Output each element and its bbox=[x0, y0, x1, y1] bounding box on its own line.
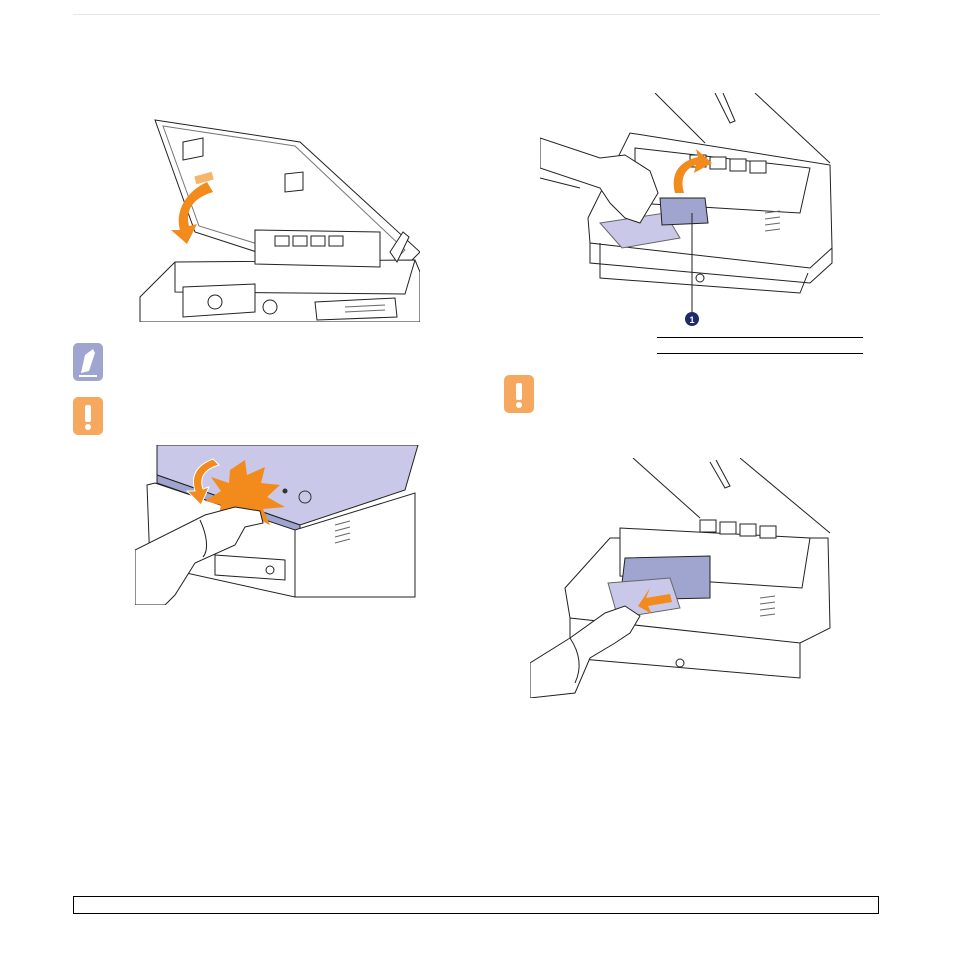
close-scan-unit-illustration bbox=[135, 112, 420, 322]
finger-pinch-illustration bbox=[135, 445, 420, 605]
caution-icon bbox=[504, 375, 534, 413]
callout-number: 1 bbox=[689, 315, 694, 325]
callout-rule-bottom bbox=[657, 353, 863, 354]
caution-icon bbox=[73, 397, 103, 435]
lift-paper-guide-illustration: 1 bbox=[540, 93, 840, 328]
pull-jammed-paper-illustration bbox=[530, 458, 835, 698]
header-rule bbox=[73, 14, 880, 15]
close-cover-figure bbox=[135, 112, 420, 322]
callout-rule-top bbox=[657, 337, 863, 338]
footer-bar bbox=[73, 896, 879, 914]
pull-paper-figure bbox=[530, 458, 835, 698]
pinch-warning-figure bbox=[135, 445, 420, 605]
note-icon bbox=[73, 343, 103, 381]
open-fuser-figure: 1 bbox=[540, 93, 840, 328]
